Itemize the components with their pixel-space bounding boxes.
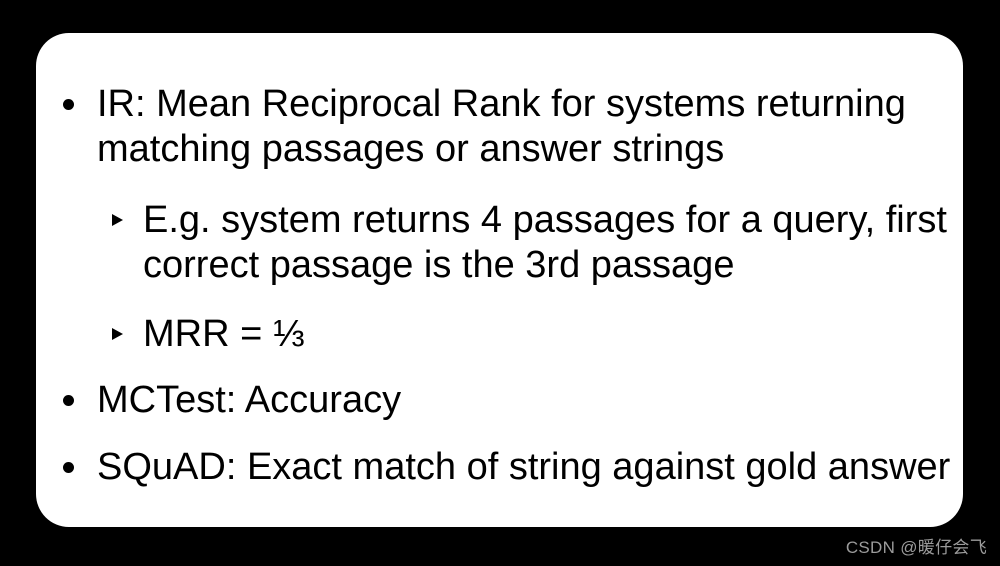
bullet-item-mctest: MCTest: Accuracy	[36, 378, 963, 423]
bullet-line: SQuAD: Exact match of string against gol…	[97, 446, 951, 488]
triangle-bullet-icon	[112, 328, 123, 340]
bullet-dot-icon	[63, 395, 74, 406]
bullet-line: IR: Mean Reciprocal Rank for systems ret…	[97, 83, 906, 125]
bullet-line: correct passage is the 3rd passage	[143, 244, 735, 286]
bullet-item-mrr: MRR = ⅓	[36, 312, 963, 357]
bullet-line: MCTest: Accuracy	[97, 379, 402, 421]
bullet-line: MRR = ⅓	[143, 313, 305, 355]
bullet-dot-icon	[63, 99, 74, 110]
bullet-item-ir: IR: Mean Reciprocal Rank for systems ret…	[36, 82, 963, 172]
triangle-bullet-icon	[112, 214, 123, 226]
bullet-dot-icon	[63, 462, 74, 473]
bullet-item-squad: SQuAD: Exact match of string against gol…	[36, 445, 963, 490]
watermark: CSDN @暖仔会飞	[845, 538, 987, 557]
bullet-line: E.g. system returns 4 passages for a que…	[143, 199, 947, 241]
slide-card: IR: Mean Reciprocal Rank for systems ret…	[36, 33, 963, 527]
bullet-item-example: E.g. system returns 4 passages for a que…	[36, 198, 963, 288]
bullet-line: matching passages or answer strings	[97, 128, 725, 170]
